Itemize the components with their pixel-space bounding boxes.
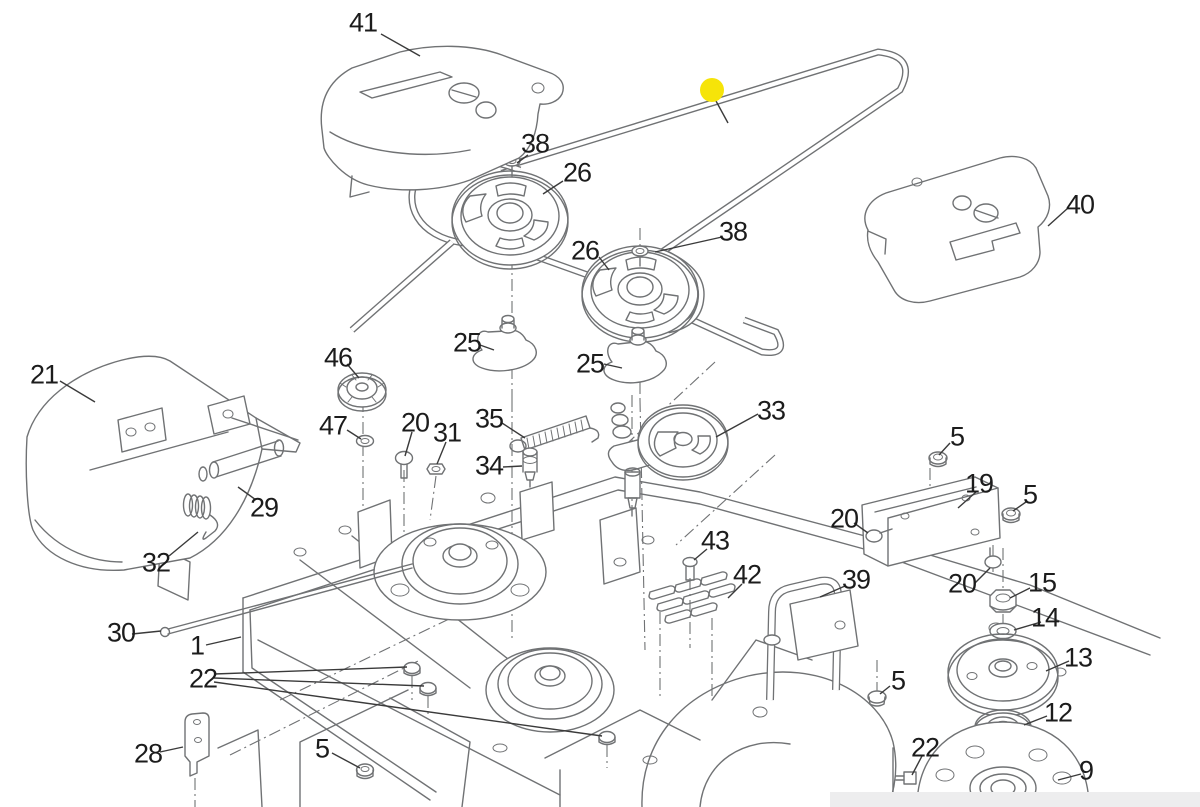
highlight-dot bbox=[700, 78, 724, 102]
part-label-9: 9 bbox=[1078, 755, 1094, 786]
belt-highlight bbox=[700, 78, 729, 124]
part-label-5b: 5 bbox=[890, 665, 906, 696]
part-label-13: 13 bbox=[1063, 642, 1093, 673]
flange-nut-22a bbox=[403, 661, 421, 677]
part-label-20a: 20 bbox=[400, 407, 430, 438]
discharge-grate bbox=[648, 571, 736, 624]
flange-nut-19-right bbox=[1001, 507, 1021, 524]
flange-nut-19-top bbox=[928, 451, 948, 468]
part-label-20c: 20 bbox=[947, 568, 977, 599]
idler-pulley-upper bbox=[451, 170, 569, 270]
cone-spacer-left bbox=[472, 314, 537, 372]
part-label-5c: 5 bbox=[949, 421, 965, 452]
part-label-32: 32 bbox=[141, 547, 171, 578]
part-label-46: 46 bbox=[323, 342, 353, 373]
spindle-pulley-13 bbox=[947, 633, 1059, 717]
flange-nut-22c bbox=[598, 730, 616, 746]
part-label-28: 28 bbox=[133, 738, 163, 769]
carriage-bolt-deck bbox=[394, 450, 414, 479]
part-label-22a: 22 bbox=[188, 663, 218, 694]
mount-bracket-19 bbox=[861, 476, 1001, 567]
corner-bracket-28 bbox=[184, 712, 210, 777]
part-label-25a: 25 bbox=[452, 327, 482, 358]
carriage-bolt-19-bottom bbox=[984, 547, 1002, 569]
bolt-22-right bbox=[895, 771, 917, 785]
carriage-bolt-19-left bbox=[865, 528, 893, 543]
part-label-22b: 22 bbox=[910, 732, 940, 763]
part-label-40: 40 bbox=[1065, 189, 1095, 220]
part-label-12: 12 bbox=[1043, 697, 1073, 728]
part-label-47: 47 bbox=[318, 410, 348, 441]
part-label-5d: 5 bbox=[1022, 479, 1038, 510]
part-label-42: 42 bbox=[732, 559, 762, 590]
spindle-washer-14 bbox=[989, 622, 1017, 640]
part-label-41: 41 bbox=[348, 7, 378, 38]
part-label-38b: 38 bbox=[718, 216, 748, 247]
belt-cover-left bbox=[320, 45, 564, 198]
part-label-19: 19 bbox=[964, 468, 994, 499]
part-label-30: 30 bbox=[106, 617, 136, 648]
part-label-5a: 5 bbox=[314, 733, 330, 764]
part-label-39: 39 bbox=[841, 564, 871, 595]
adjust-knob bbox=[337, 372, 387, 412]
chute-rod bbox=[198, 439, 285, 482]
bottom-edge-bar bbox=[830, 792, 1200, 807]
grate-bolt bbox=[682, 556, 698, 581]
chute-spring bbox=[182, 493, 219, 540]
flange-nut-22b bbox=[419, 681, 437, 697]
part-label-14: 14 bbox=[1030, 602, 1060, 633]
discharge-chute bbox=[25, 355, 301, 572]
part-label-34: 34 bbox=[474, 450, 504, 481]
leader-lines bbox=[59, 33, 1082, 781]
part-label-25b: 25 bbox=[575, 348, 605, 379]
flange-nut-5-bottom-left bbox=[355, 763, 375, 780]
spindle-nut-15 bbox=[989, 589, 1017, 613]
cone-spacer-right bbox=[603, 326, 667, 384]
deflector-handle bbox=[763, 576, 859, 701]
part-label-21: 21 bbox=[29, 359, 59, 390]
part-label-20b: 20 bbox=[829, 503, 859, 534]
deck-spindle-left bbox=[373, 523, 547, 621]
part-label-1: 1 bbox=[189, 630, 205, 661]
idler-pulley-lower bbox=[581, 245, 699, 343]
part-label-26b: 26 bbox=[570, 235, 600, 266]
extension-spring bbox=[509, 415, 600, 453]
idler-arm-assembly bbox=[607, 402, 729, 517]
part-label-38a: 38 bbox=[520, 128, 550, 159]
spindle-housing-9 bbox=[916, 721, 1090, 807]
part-label-43: 43 bbox=[700, 525, 730, 556]
deck-spindle-center bbox=[485, 647, 615, 733]
part-label-33: 33 bbox=[756, 395, 786, 426]
shoulder-bolt-34 bbox=[522, 447, 538, 488]
part-label-35: 35 bbox=[474, 403, 504, 434]
part-label-31: 31 bbox=[432, 417, 462, 448]
pulley-screw-lower bbox=[631, 245, 649, 267]
flange-nut-31 bbox=[426, 463, 446, 475]
part-label-29: 29 bbox=[249, 492, 279, 523]
part-label-15: 15 bbox=[1027, 567, 1057, 598]
belt-cover-right bbox=[864, 155, 1051, 304]
chute-pivot-rod bbox=[159, 563, 413, 638]
clip-nut-5-mid bbox=[867, 690, 887, 707]
part-label-26a: 26 bbox=[562, 157, 592, 188]
